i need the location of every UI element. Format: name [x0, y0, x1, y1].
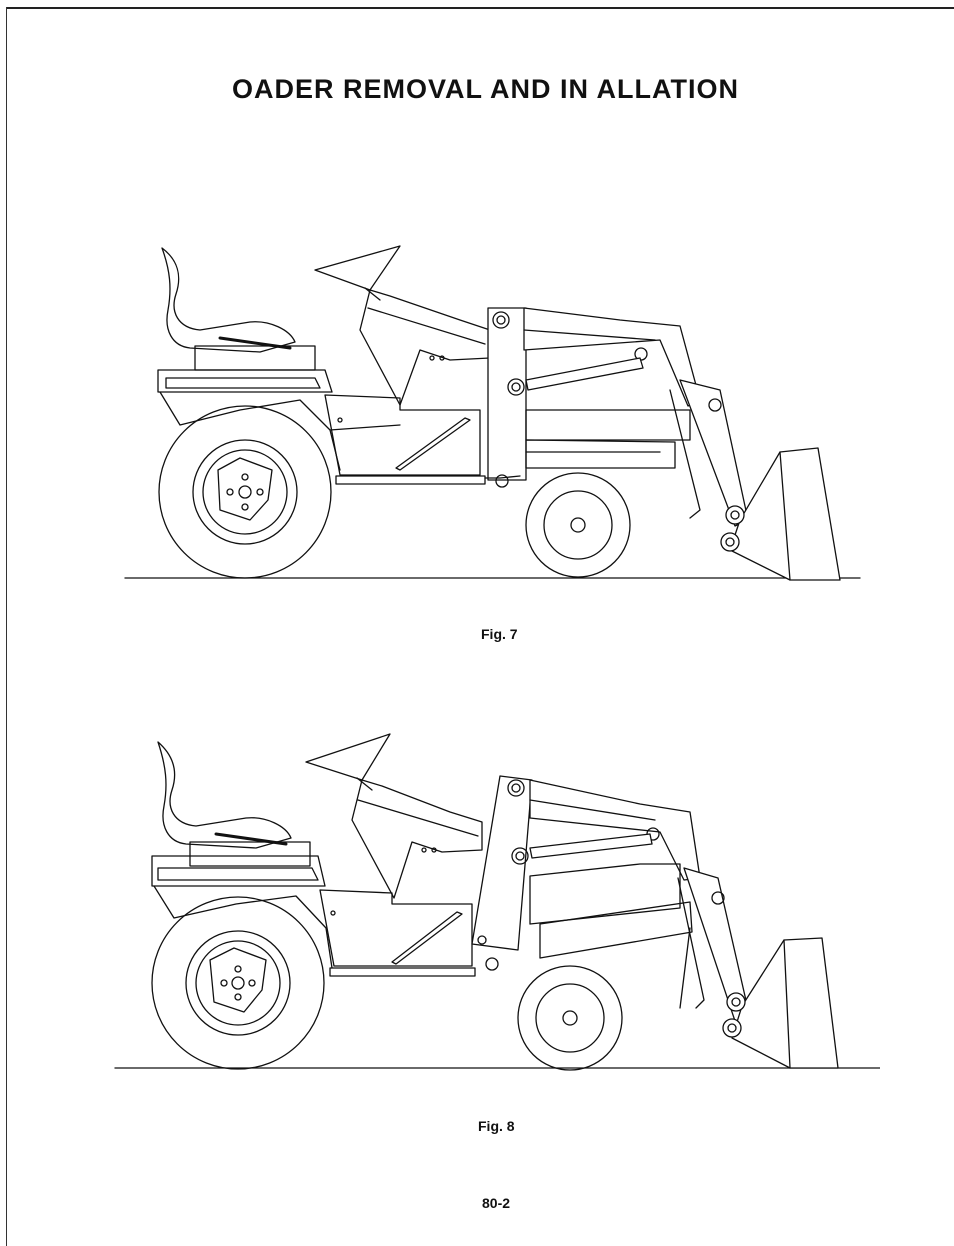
- figure-7-caption: Fig. 7: [481, 626, 518, 642]
- figure-7-tractor-loader-drawing: [100, 230, 880, 595]
- page-border-left: [6, 7, 7, 1246]
- figure-8-caption: Fig. 8: [478, 1118, 515, 1134]
- figure-8-tractor-loader-drawing: [100, 728, 880, 1078]
- page-border-top: [6, 7, 954, 9]
- page-number: 80-2: [482, 1195, 510, 1211]
- page-title: OADER REMOVAL AND IN ALLATION: [232, 74, 812, 105]
